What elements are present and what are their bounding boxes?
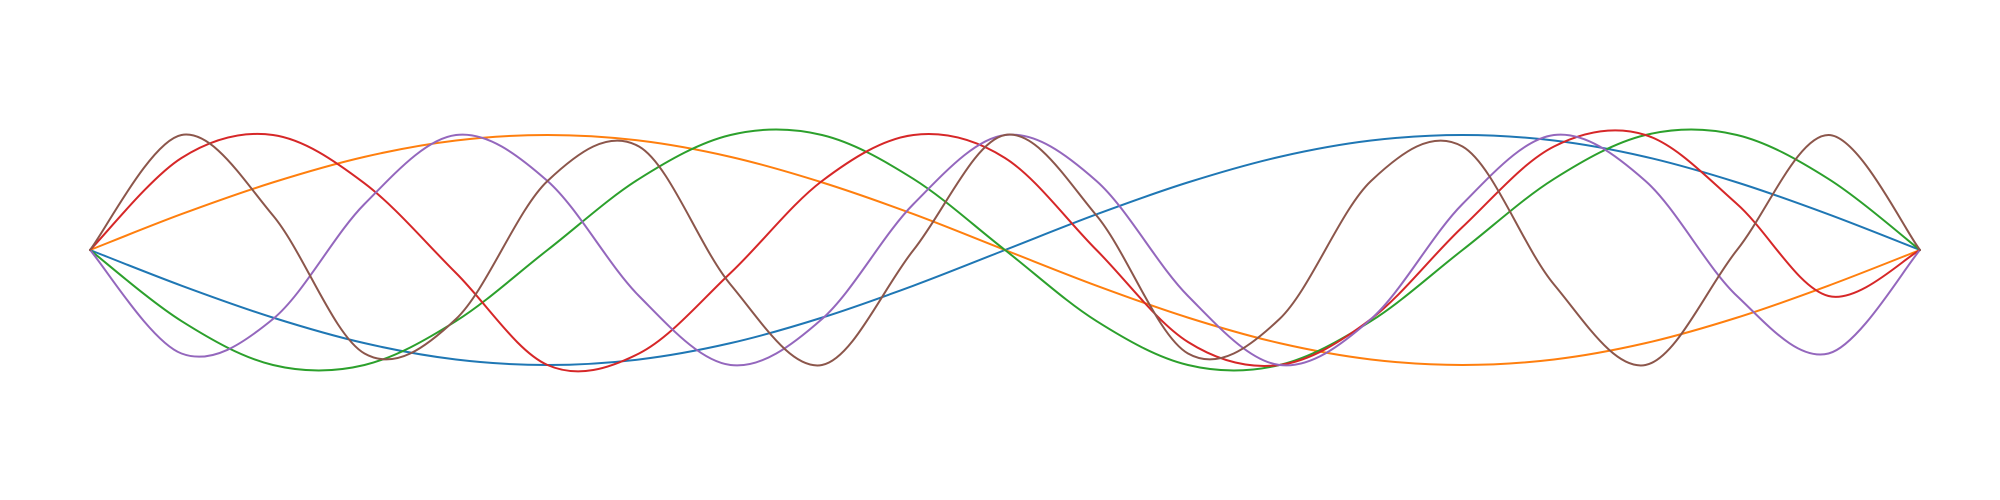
series-line-4 [89,129,1921,373]
series-line-6 [89,133,1921,367]
series-line-3 [89,128,1921,372]
